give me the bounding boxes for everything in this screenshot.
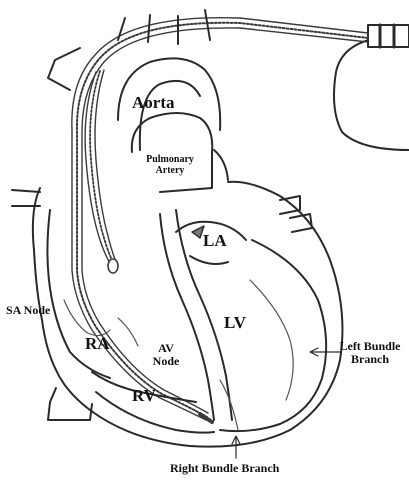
pacemaker-generator bbox=[334, 25, 409, 150]
aorta-label: Aorta bbox=[132, 94, 174, 112]
left-bundle-branch-label-line1: Left Bundle bbox=[332, 340, 408, 353]
pulmonary-artery-label-line2: Artery bbox=[139, 166, 201, 177]
pulmonary-artery-label: Pulmonary Artery bbox=[139, 155, 201, 176]
left-bundle-branch-label-line2: Branch bbox=[332, 353, 408, 366]
av-node-label-line1: AV bbox=[146, 342, 186, 355]
av-node-label-line2: Node bbox=[146, 355, 186, 368]
pacing-leads bbox=[72, 18, 368, 422]
ra-label: RA bbox=[85, 335, 110, 353]
heart-outline bbox=[12, 182, 342, 447]
right-bundle-leader bbox=[232, 436, 240, 458]
la-label: LA bbox=[203, 232, 227, 250]
pulmonary-artery-label-line1: Pulmonary bbox=[139, 155, 201, 166]
left-bundle-branch-label: Left Bundle Branch bbox=[332, 340, 408, 365]
sa-node-label: SA Node bbox=[6, 304, 50, 317]
right-bundle-branch-label: Right Bundle Branch bbox=[170, 462, 279, 475]
av-node-label: AV Node bbox=[146, 342, 186, 367]
rv-label: RV bbox=[132, 387, 156, 405]
lv-label: LV bbox=[224, 314, 246, 332]
